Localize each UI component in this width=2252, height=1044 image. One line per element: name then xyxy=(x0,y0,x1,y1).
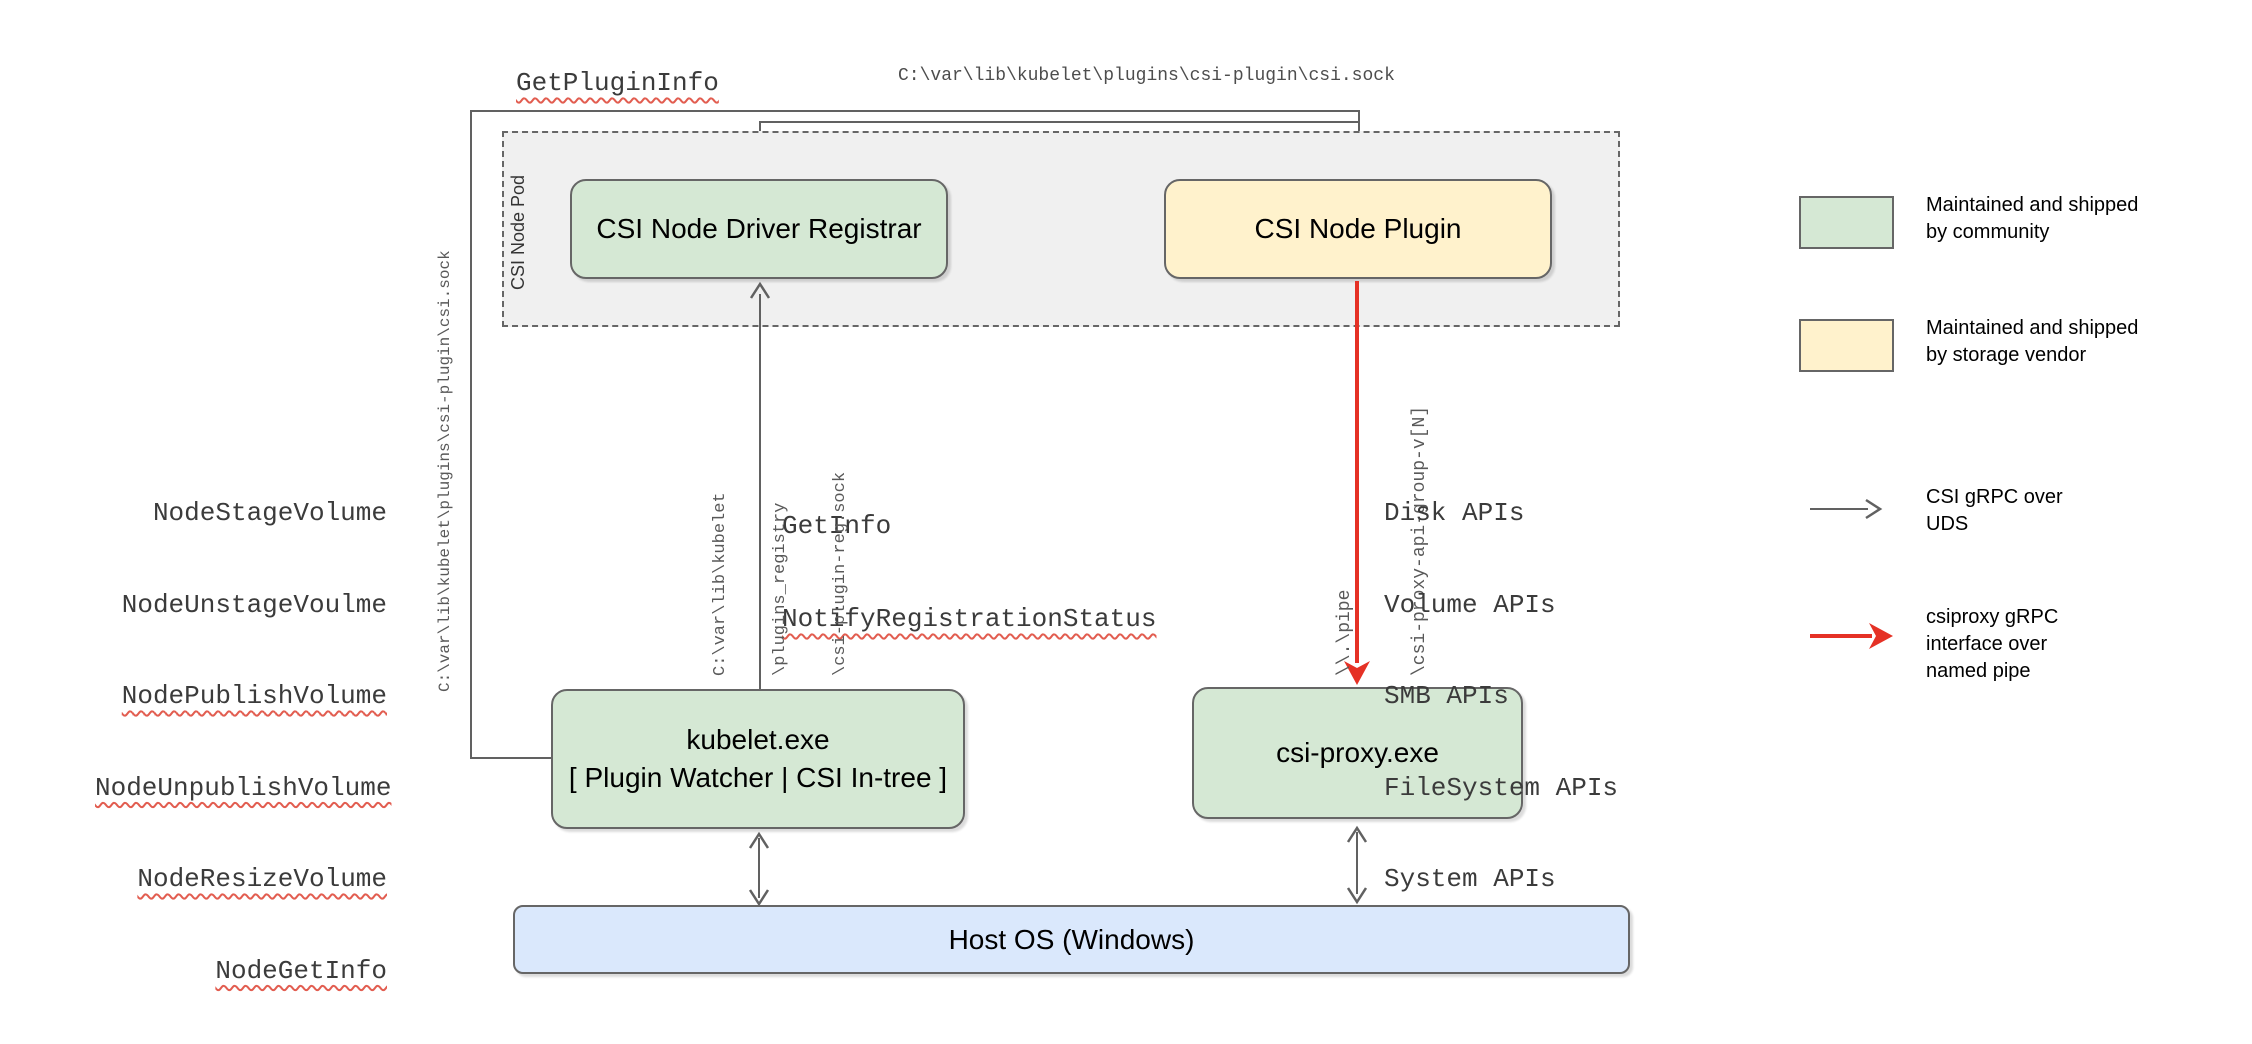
connector-kubelet-left-vertical xyxy=(470,110,472,759)
kubelet-box: kubelet.exe [ Plugin Watcher | CSI In-tr… xyxy=(551,689,965,829)
arrowhead-up-into-registrar-icon xyxy=(749,281,771,299)
csi-sock-path-label: C:\var\lib\kubelet\plugins\csi-plugin\cs… xyxy=(898,66,1395,86)
node-rpc-item: NodeResizeVolume xyxy=(137,864,387,894)
csi-proxy-box: csi-proxy.exe xyxy=(1192,687,1523,819)
connector-plugin-to-csiproxy-red xyxy=(1355,281,1359,663)
connector-csiproxy-hostos xyxy=(1356,832,1358,894)
legend-vendor-swatch xyxy=(1799,319,1894,372)
host-os-box: Host OS (Windows) xyxy=(513,905,1630,974)
csi-proxy-label: csi-proxy.exe xyxy=(1276,737,1439,768)
node-rpc-item: NodeGetInfo xyxy=(215,955,387,986)
csi-node-pod-label: CSI Node Pod xyxy=(508,174,528,290)
legend-uds-arrow xyxy=(1810,508,1868,510)
legend-named-pipe-label: csiproxy gRPC interface over named pipe xyxy=(1926,606,2059,682)
get-info-label: GetInfo xyxy=(782,511,892,541)
arrowhead-down-hostos2-icon xyxy=(1346,887,1368,905)
legend-vendor-label: Maintained and shipped by storage vendor xyxy=(1926,317,2139,366)
connector-kubelet-left-stub xyxy=(470,757,552,759)
legend-community-label: Maintained and shipped by community xyxy=(1926,194,2139,243)
proxy-api-list: Disk APIs Volume APIs SMB APIs FileSyste… xyxy=(1384,437,1618,956)
node-rpc-item: NodeStageVolume xyxy=(152,498,387,528)
registry-sock-path-label: C:\var\lib\kubelet \plugins_registry \cs… xyxy=(711,471,850,676)
host-os-label: Host OS (Windows) xyxy=(948,923,1195,955)
get-plugin-info-label: GetPluginInfo xyxy=(516,68,719,98)
legend-community-swatch xyxy=(1799,196,1894,249)
arrowhead-down-hostos-icon xyxy=(748,889,770,907)
connector-registrar-to-plugin-top xyxy=(760,121,1359,123)
node-rpc-item: NodeUnstageVoulme xyxy=(121,589,387,620)
proxy-api-item: SMB APIs xyxy=(1384,681,1509,711)
kubelet-label: kubelet.exe xyxy=(686,724,830,755)
proxy-api-item: System APIs xyxy=(1384,864,1556,894)
proxy-api-item: Disk APIs xyxy=(1384,498,1525,528)
proxy-api-item: Volume APIs xyxy=(1384,589,1556,620)
left-csi-sock-path-label: C:\var\lib\kubelet\plugins\csi-plugin\cs… xyxy=(436,250,454,692)
node-rpc-list: NodeStageVolume NodeUnstageVoulme NodePu… xyxy=(95,437,392,1044)
arrowhead-up-csiproxy-icon xyxy=(1346,825,1368,843)
kubelet-sublabel: [ Plugin Watcher | CSI In-tree ] xyxy=(568,762,948,793)
proxy-api-item: FileSystem APIs xyxy=(1384,772,1619,803)
notify-registration-status-label: NotifyRegistrationStatus xyxy=(782,604,1157,634)
connector-kubelet-to-plugin-top xyxy=(470,110,1360,112)
node-rpc-item: NodeUnpublishVolume xyxy=(95,772,392,803)
legend-named-pipe-arrow xyxy=(1810,634,1872,638)
connector-kubelet-to-registrar xyxy=(759,294,761,689)
registration-calls: GetInfo NotifyRegistrationStatus xyxy=(782,449,1156,697)
legend-uds-arrowhead-icon xyxy=(1865,498,1883,520)
csi-node-plugin-box: CSI Node Plugin xyxy=(1164,179,1552,279)
legend-named-pipe-arrowhead-icon xyxy=(1869,623,1893,649)
legend-uds-label: CSI gRPC over UDS xyxy=(1926,486,2063,535)
csi-node-plugin-label: CSI Node Plugin xyxy=(1254,213,1462,244)
node-rpc-item: NodePublishVolume xyxy=(121,681,387,711)
csi-node-driver-registrar-label: CSI Node Driver Registrar xyxy=(596,213,922,244)
arrowhead-red-into-csiproxy-icon xyxy=(1344,661,1370,685)
arrowhead-up-kubelet-icon xyxy=(748,831,770,849)
csi-node-driver-registrar-box: CSI Node Driver Registrar xyxy=(570,179,948,279)
connector-kubelet-hostos xyxy=(758,838,760,898)
